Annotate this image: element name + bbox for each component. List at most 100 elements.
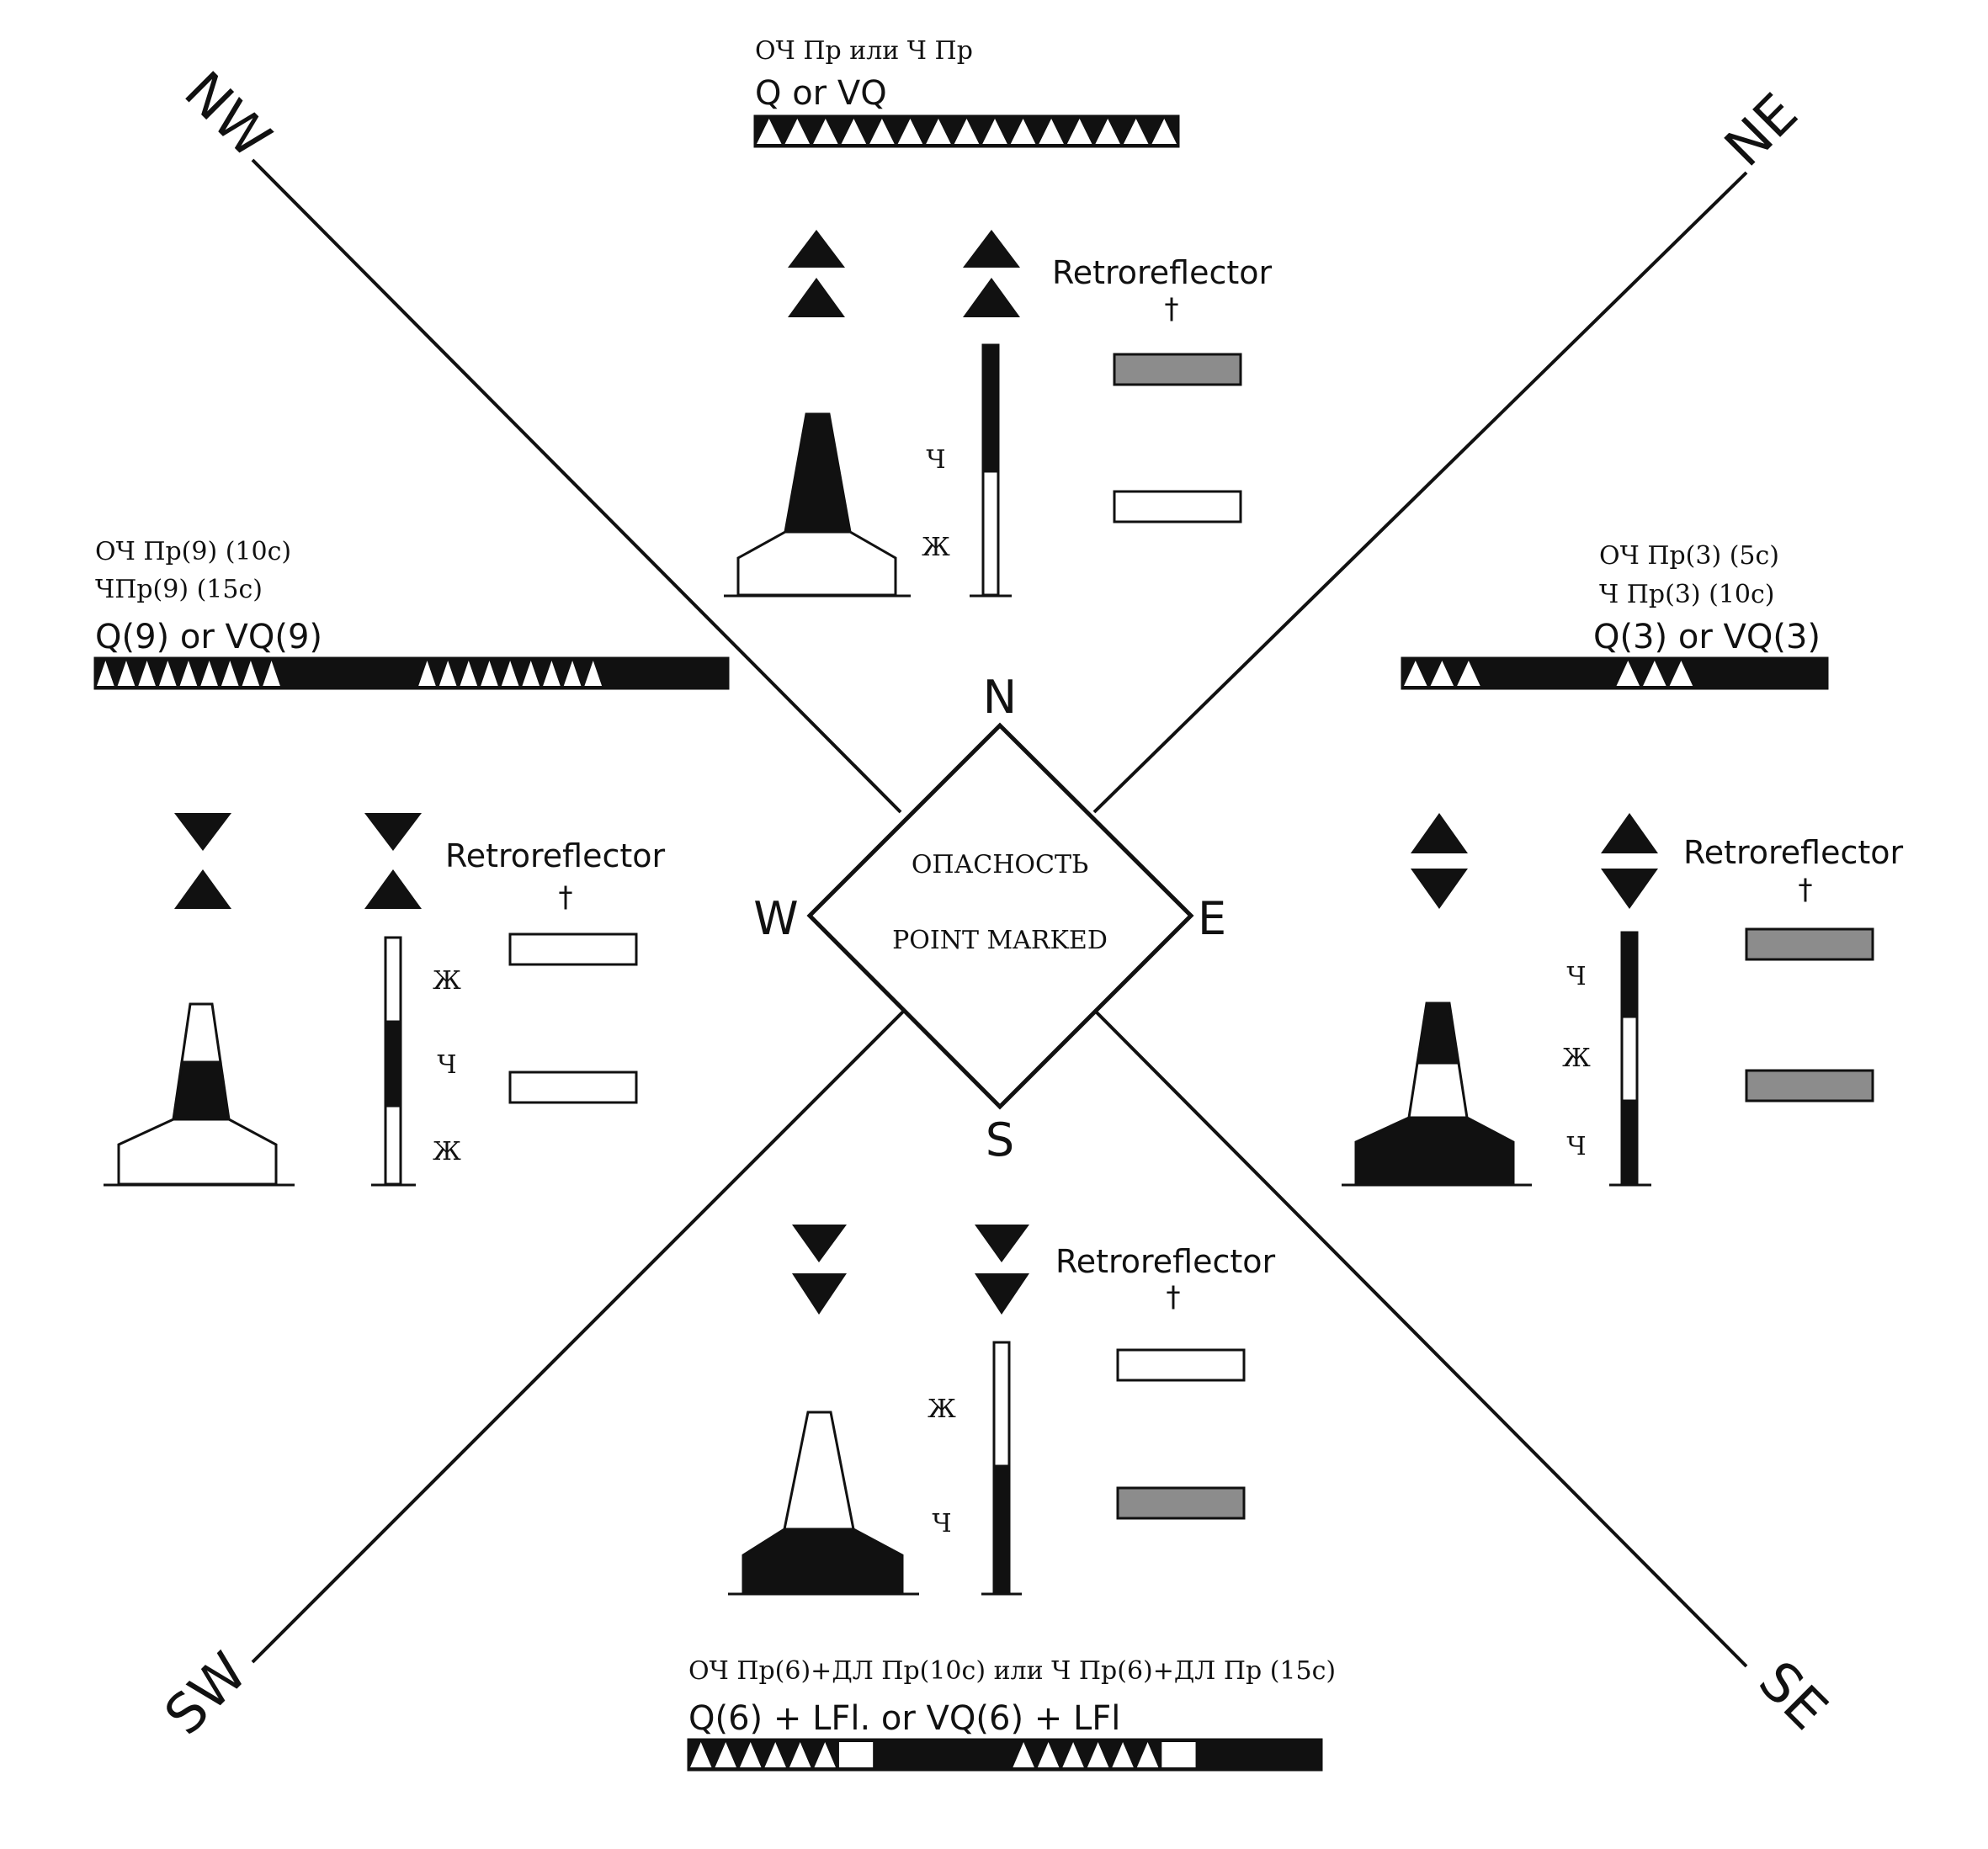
east-flash-mark [1457,661,1480,686]
south-flash-mark [1136,1742,1159,1767]
south-buoy-body [742,1528,904,1595]
south-topmark [792,1225,847,1315]
north-flash-mark [1066,119,1092,144]
west-flash-mark [179,661,198,686]
south-rhythm-ru: ОЧ Пр(6)+ДЛ Пр(10с) или Ч Пр(6)+ДЛ Пр (1… [688,1656,1336,1686]
south-flash-mark [690,1742,712,1767]
north-flash-mark [813,119,838,144]
east-band-mid-label: Ж [1562,1044,1591,1073]
west-spar-white-top [384,936,402,1023]
west-rhythm-en: Q(9) or VQ(9) [95,618,322,656]
east-band-bottom-label: Ч [1566,1132,1586,1161]
east-retro-panel-upper [1745,927,1874,961]
north-topmark [788,230,845,317]
west-flash-mark [460,661,478,686]
north-spar [963,230,1020,598]
west-topmark-cone-lower [174,869,231,909]
north-flash-mark [1095,119,1120,144]
south-retro-label: Retroreflector [1055,1243,1276,1280]
east-flash-mark [1404,661,1427,686]
west-spar-topmark-lower [364,869,422,909]
north-buoy-top-band [784,412,852,534]
north-topmark-cone-upper [788,230,845,268]
south-flash-mark [739,1742,762,1767]
west-band-bottom-label: Ж [433,1137,461,1166]
danger-diamond [806,722,1194,1110]
west-buoy-body [117,1118,278,1186]
axis-nw [251,158,902,814]
east-rhythm-en: Q(3) or VQ(3) [1593,618,1821,656]
west-light-bar-frame [93,656,730,690]
west-buoy [104,1002,295,1187]
axis-ne [1092,171,1748,814]
north-spar-topmark-upper [963,230,1020,268]
compass-ne: NE [1714,82,1810,179]
west-retro-dagger: † [559,880,573,914]
south-band-bottom-label: Ч [932,1509,951,1538]
east-flash-mark [1669,661,1693,686]
west-topmark [174,813,231,909]
east-rhythm-ru-1: ОЧ Пр(3) (5с) [1599,541,1779,571]
west-spar-white-bottom [384,1104,402,1186]
south-topmark-cone-upper [792,1225,847,1262]
east-flash-mark [1643,661,1666,686]
north-light-bar [753,114,1180,148]
north-spar-topmark-lower [963,278,1020,317]
west-buoy-mid-band [172,1060,231,1121]
south-mark: Ж Ч Retroreflector † ОЧ Пр(6)+ДЛ Пр(10с)… [687,1225,1336,1772]
south-flash-mark [764,1742,786,1767]
east-spar-black-top [1620,931,1639,1018]
west-flash-mark [138,661,156,686]
east-spar [1601,813,1658,1187]
west-rhythm-ru-1: ОЧ Пр(9) (10с) [95,537,291,566]
compass-sw: SW [153,1641,259,1747]
north-flash-mark [1010,119,1036,144]
north-retro-panel-upper [1113,353,1242,386]
east-spar-white [1620,1015,1639,1102]
west-flash-mark [481,661,498,686]
east-buoy-top-band [1416,1002,1460,1065]
south-flash-mark [814,1742,836,1767]
east-spar-black-bottom [1620,1099,1639,1186]
south-buoy-top-band [783,1411,855,1531]
north-spar-white [981,470,1000,597]
west-flash-mark [221,661,239,686]
west-flash-mark [439,661,457,686]
south-spar-topmark-lower [975,1273,1029,1315]
east-buoy-body [1354,1116,1515,1186]
north-flash-mark [926,119,951,144]
south-flash-mark [1087,1742,1109,1767]
south-light-bar [687,1738,1323,1772]
south-flash-mark [1062,1742,1084,1767]
west-flash-mark [242,661,260,686]
west-flash-mark [158,661,177,686]
north-flash-mark [757,119,782,144]
north-buoy [724,412,911,598]
north-flash-mark [1039,119,1064,144]
south-band-top-label: Ж [928,1395,956,1424]
compass-n: N [983,671,1017,724]
west-flash-mark [543,661,561,686]
east-topmark-cone-lower [1411,869,1468,909]
north-topmark-cone-lower [788,278,845,317]
west-spar-topmark-upper [364,813,422,851]
west-flash-mark [117,661,136,686]
south-spar-white [992,1341,1011,1468]
south-retro-panel-lower [1116,1486,1246,1520]
west-flash-mark [263,661,280,686]
west-spar [364,813,422,1187]
west-flash-mark [563,661,582,686]
west-light-bar [93,656,730,690]
north-mark: ОЧ Пр или Ч Пр Q or VQ Ч Ж Retroreflecto… [724,36,1273,598]
north-flash-mark [841,119,867,144]
south-spar-black [992,1464,1011,1595]
east-flash-mark [1430,661,1454,686]
east-buoy [1342,1002,1532,1187]
east-topmark [1411,813,1468,909]
north-retro-label: Retroreflector [1052,254,1273,291]
south-spar [975,1225,1029,1596]
west-retro-label: Retroreflector [445,837,666,874]
west-flash-mark [97,661,114,686]
west-topmark-cone-upper [174,813,231,851]
east-retro-dagger: † [1799,873,1813,906]
